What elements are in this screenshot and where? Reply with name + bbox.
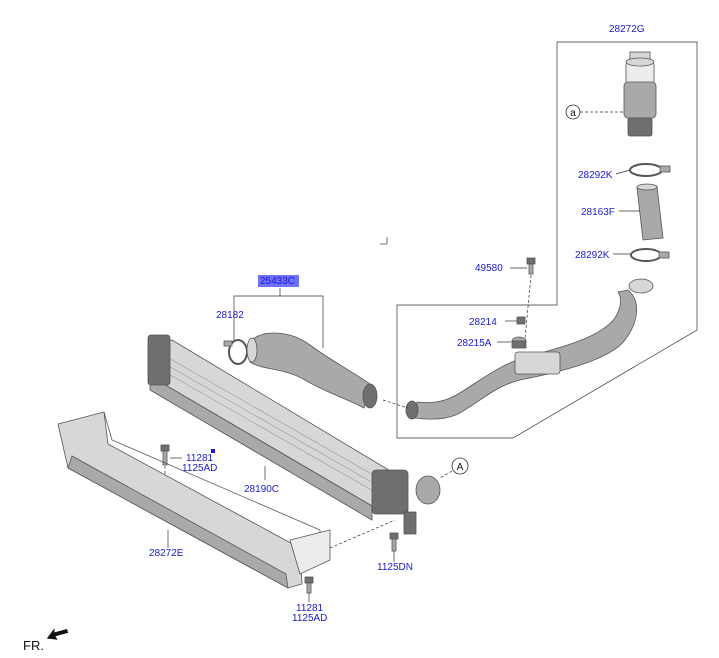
part-28272E-air-guide[interactable] (57, 411, 331, 589)
front-arrow-icon (46, 628, 69, 640)
label-1125AD-b[interactable]: 1125AD (292, 613, 327, 624)
label-28214[interactable]: 28214 (469, 317, 497, 328)
blue-marker (211, 449, 215, 453)
direction-label: FR. (23, 638, 44, 653)
part-28272G-resonator[interactable] (623, 51, 657, 137)
label-1125AD-a[interactable]: 1125AD (182, 463, 217, 474)
callout-A-lead (439, 470, 453, 479)
dash-guide (329, 519, 396, 549)
label-28272G[interactable]: 28272G (609, 24, 645, 35)
label-49580[interactable]: 49580 (475, 263, 503, 274)
part-28163F-hose[interactable] (636, 183, 664, 241)
part-28214-nut[interactable] (516, 316, 526, 325)
label-1125DN[interactable]: 1125DN (377, 562, 413, 573)
lead-25433C-bracket (233, 295, 324, 348)
part-11281-bolt-a[interactable] (160, 444, 170, 466)
label-11281-b[interactable]: 11281 (296, 603, 324, 614)
label-28292K-bot[interactable]: 28292K (575, 250, 610, 261)
part-28215A-grommet[interactable] (511, 336, 527, 349)
callout-a-text: a (570, 108, 576, 119)
part-intake-pipe[interactable] (405, 278, 654, 420)
part-28190C-intercooler[interactable] (147, 334, 441, 535)
part-25433C-hose[interactable] (246, 332, 378, 409)
callout-A-text: A (457, 462, 464, 473)
callout-A-circle (451, 457, 469, 475)
part-1125DN-bolt[interactable] (389, 532, 399, 552)
lead-28292K-top (615, 169, 631, 175)
dash-49580 (523, 274, 532, 351)
label-28292K-top[interactable]: 28292K (578, 170, 613, 181)
part-49580-bolt[interactable] (526, 257, 536, 275)
part-11281-bolt-b[interactable] (304, 576, 314, 594)
label-11281-a[interactable]: 11281 (186, 453, 214, 464)
dash-pipe-joint (382, 399, 409, 409)
label-28182[interactable]: 28182 (216, 310, 244, 321)
part-28292K-clamp-top[interactable] (629, 163, 671, 177)
part-28292K-clamp-bot[interactable] (630, 248, 670, 262)
label-28272E[interactable]: 28272E (149, 548, 184, 559)
label-25433C[interactable]: 25433C (260, 276, 295, 287)
label-28215A[interactable]: 28215A (457, 338, 492, 349)
label-28163F[interactable]: 28163F (581, 207, 615, 218)
label-25433C-highlight (258, 275, 299, 287)
label-28190C[interactable]: 28190C (244, 484, 279, 495)
part-28182-clamp[interactable] (223, 339, 248, 365)
upper-group-frame (396, 41, 698, 439)
